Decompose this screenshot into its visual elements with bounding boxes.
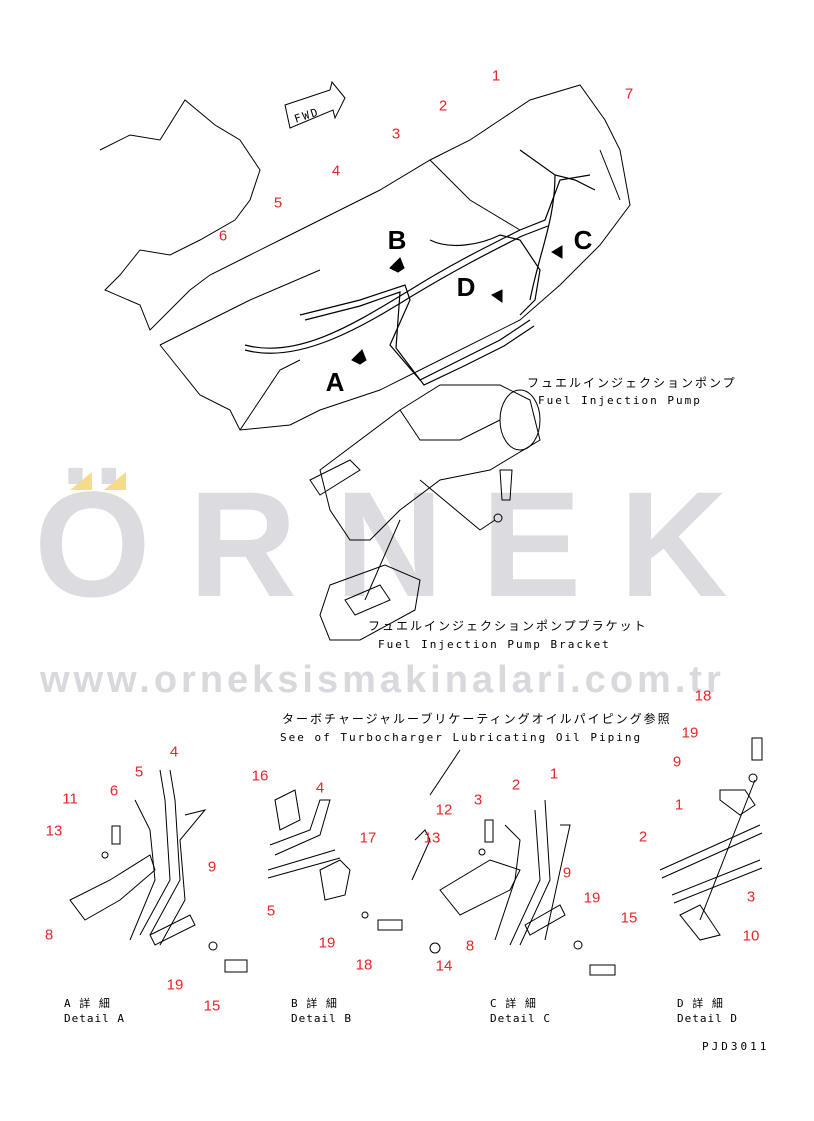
turbo-caption-en: See of Turbocharger Lubricating Oil Pipi… bbox=[280, 731, 643, 744]
callout: 1 bbox=[549, 765, 559, 783]
callout: 2 bbox=[638, 828, 648, 846]
callout: 8 bbox=[44, 926, 54, 944]
callout: 18 bbox=[694, 687, 712, 705]
pump-bracket bbox=[319, 519, 421, 641]
callout: 9 bbox=[672, 753, 682, 771]
detail-c-art bbox=[411, 799, 616, 976]
turbo-caption-jp: ターボチャージャルーブリケーティングオイルパイピング参照 bbox=[282, 712, 672, 726]
callout: 7 bbox=[624, 85, 634, 103]
callout: 19 bbox=[681, 724, 699, 742]
callout: 5 bbox=[273, 194, 283, 212]
bracket-caption-jp: フュエルインジェクションポンプブラケット bbox=[368, 619, 648, 633]
callout: 19 bbox=[166, 976, 184, 994]
callout: 3 bbox=[473, 791, 483, 809]
watermark-url: www.orneksismakinalari.com.tr bbox=[40, 659, 725, 701]
view-letter-d: D bbox=[456, 272, 476, 302]
drawing-number: PJD3011 bbox=[702, 1040, 770, 1053]
pump-caption-en: Fuel Injection Pump bbox=[538, 394, 702, 407]
bracket-caption-en: Fuel Injection Pump Bracket bbox=[378, 638, 611, 651]
callout: 3 bbox=[746, 888, 756, 906]
callout: 16 bbox=[251, 767, 269, 785]
view-arrows bbox=[351, 245, 563, 365]
callout: 4 bbox=[331, 162, 341, 180]
watermark-brand: ÖRNEK bbox=[34, 460, 766, 628]
callout: 15 bbox=[203, 997, 221, 1015]
detail-b-art bbox=[267, 789, 403, 931]
callout: 4 bbox=[315, 779, 325, 797]
detail-a-art bbox=[69, 769, 248, 973]
callout: 4 bbox=[169, 743, 179, 761]
fuel-injection-pump bbox=[309, 384, 541, 541]
view-letter-c: C bbox=[573, 225, 593, 255]
callout: 11 bbox=[62, 790, 78, 808]
callout: 10 bbox=[742, 927, 760, 945]
engine-outline bbox=[99, 84, 631, 431]
callout: 18 bbox=[355, 956, 373, 974]
injection-pipes bbox=[244, 149, 596, 386]
callout: 1 bbox=[491, 67, 501, 85]
callout: 17 bbox=[359, 829, 377, 847]
callout: 19 bbox=[583, 889, 601, 907]
callout: 5 bbox=[266, 902, 276, 920]
callout: 6 bbox=[218, 227, 228, 245]
callout: 8 bbox=[465, 937, 475, 955]
callout: 3 bbox=[391, 125, 401, 143]
callout: 9 bbox=[207, 858, 217, 876]
callout: 15 bbox=[620, 909, 638, 927]
callout: 2 bbox=[438, 97, 448, 115]
callout: 5 bbox=[134, 763, 144, 781]
turbo-leader bbox=[429, 749, 461, 796]
callout: 12 bbox=[435, 801, 453, 819]
watermark-dots bbox=[70, 472, 126, 490]
callout: 6 bbox=[109, 782, 119, 800]
fwd-arrow bbox=[284, 80, 346, 129]
view-letter-a: A bbox=[325, 367, 345, 397]
view-letter-b: B bbox=[387, 225, 407, 255]
callout: 13 bbox=[45, 822, 63, 840]
callout: 19 bbox=[318, 934, 336, 952]
pump-caption-jp: フュエルインジェクションポンプ bbox=[527, 376, 737, 390]
callout: 1 bbox=[674, 796, 684, 814]
detail-d-art bbox=[659, 737, 763, 941]
callout: 2 bbox=[511, 776, 521, 794]
callout: 14 bbox=[435, 957, 453, 975]
callout: 13 bbox=[423, 829, 441, 847]
callout: 9 bbox=[562, 864, 572, 882]
